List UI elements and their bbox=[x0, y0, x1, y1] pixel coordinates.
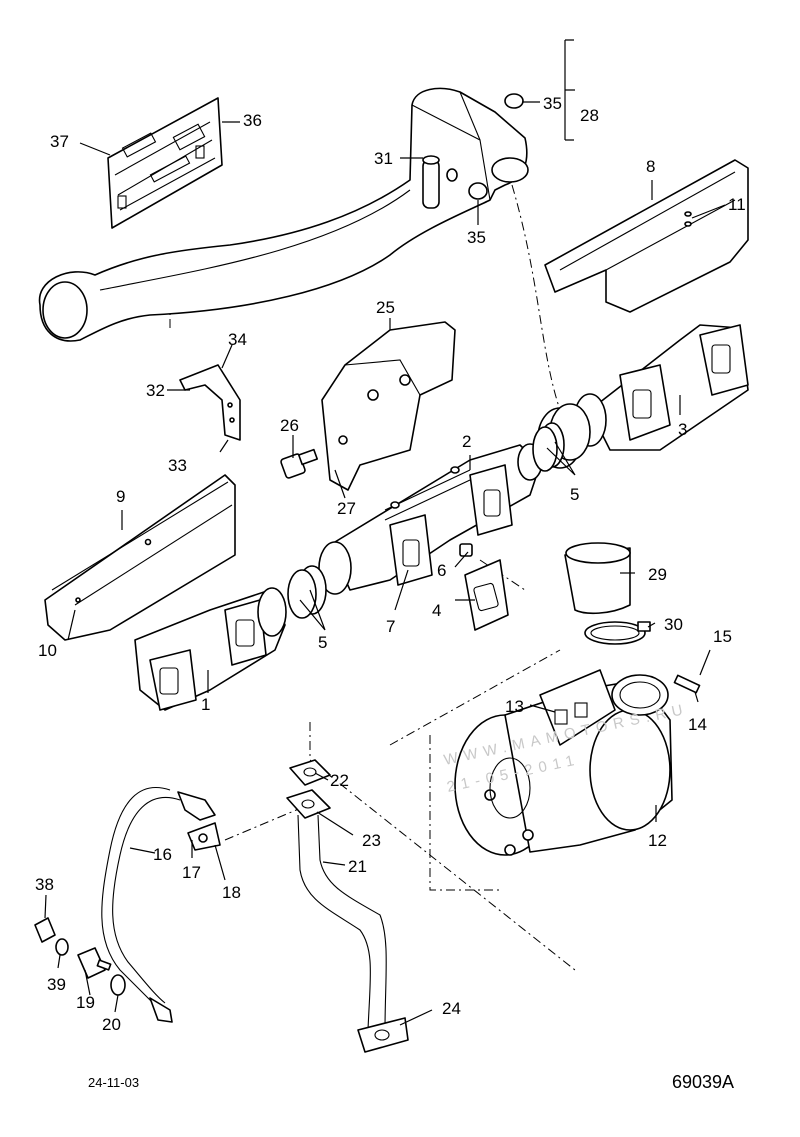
callout-33: 33 bbox=[168, 456, 187, 475]
callout-27: 27 bbox=[337, 499, 356, 518]
callout-34: 34 bbox=[228, 330, 247, 349]
clamp-30 bbox=[584, 621, 651, 645]
callout-30: 30 bbox=[664, 615, 683, 634]
sleeve-29 bbox=[564, 542, 631, 615]
callout-12: 12 bbox=[648, 831, 667, 850]
small-bracket bbox=[179, 364, 241, 441]
data-plate bbox=[107, 97, 223, 229]
heat-shield-left bbox=[44, 474, 236, 641]
callout-1: 1 bbox=[201, 695, 210, 714]
callout-15: 15 bbox=[713, 627, 732, 646]
callout-6: 6 bbox=[437, 561, 446, 580]
callout-21: 21 bbox=[348, 857, 367, 876]
callout-5-lower: 5 bbox=[318, 633, 327, 652]
callout-28: 28 bbox=[580, 106, 599, 125]
callout-26: 26 bbox=[280, 416, 299, 435]
callout-39: 39 bbox=[47, 975, 66, 994]
callout-7: 7 bbox=[386, 617, 395, 636]
callout-17: 17 bbox=[182, 863, 201, 882]
oil-return-pipe bbox=[286, 759, 409, 1053]
callout-24: 24 bbox=[442, 999, 461, 1018]
ring-gaskets bbox=[287, 422, 565, 619]
callout-25: 25 bbox=[376, 298, 395, 317]
exhaust-pipe bbox=[38, 87, 529, 342]
callout-4: 4 bbox=[432, 601, 441, 620]
callout-23: 23 bbox=[362, 831, 381, 850]
callout-18: 18 bbox=[222, 883, 241, 902]
callout-3: 3 bbox=[678, 420, 687, 439]
oil-pipe bbox=[101, 786, 221, 1023]
heat-shield-right bbox=[544, 159, 749, 313]
callout-35-bottom: 35 bbox=[467, 228, 486, 247]
callout-10: 10 bbox=[38, 641, 57, 660]
callout-20: 20 bbox=[102, 1015, 121, 1034]
callout-32: 32 bbox=[146, 381, 165, 400]
callout-36: 36 bbox=[243, 111, 262, 130]
mounting-bracket-25 bbox=[321, 321, 456, 491]
callout-22: 22 bbox=[330, 771, 349, 790]
callout-labels: 1 2 3 4 5 5 6 7 8 9 10 11 12 13 14 15 16… bbox=[35, 94, 746, 1034]
callout-11: 11 bbox=[728, 195, 746, 214]
assembly-lines bbox=[169, 184, 576, 971]
exhaust-manifold-middle bbox=[318, 443, 543, 595]
callout-16: 16 bbox=[153, 845, 172, 864]
callout-14: 14 bbox=[688, 715, 707, 734]
callout-19: 19 bbox=[76, 993, 95, 1012]
callout-35-top: 35 bbox=[543, 94, 562, 113]
callout-29: 29 bbox=[648, 565, 667, 584]
stud-26 bbox=[280, 448, 319, 479]
callout-9: 9 bbox=[116, 487, 125, 506]
callout-37: 37 bbox=[50, 132, 69, 151]
callout-13: 13 bbox=[505, 697, 524, 716]
callout-2: 2 bbox=[462, 432, 471, 451]
turbocharger bbox=[454, 669, 673, 856]
bolt-15 bbox=[673, 674, 701, 694]
leader-lines bbox=[44, 39, 726, 1026]
small-gasket bbox=[459, 543, 509, 631]
callout-5-upper: 5 bbox=[570, 485, 579, 504]
exhaust-manifold-left bbox=[134, 587, 287, 711]
callout-8: 8 bbox=[646, 157, 655, 176]
exhaust-manifold-right bbox=[537, 324, 749, 469]
figure-number: 69039A bbox=[672, 1072, 734, 1092]
drawing-date: 24-11-03 bbox=[88, 1075, 139, 1090]
callout-31: 31 bbox=[374, 149, 393, 168]
callout-38: 38 bbox=[35, 875, 54, 894]
